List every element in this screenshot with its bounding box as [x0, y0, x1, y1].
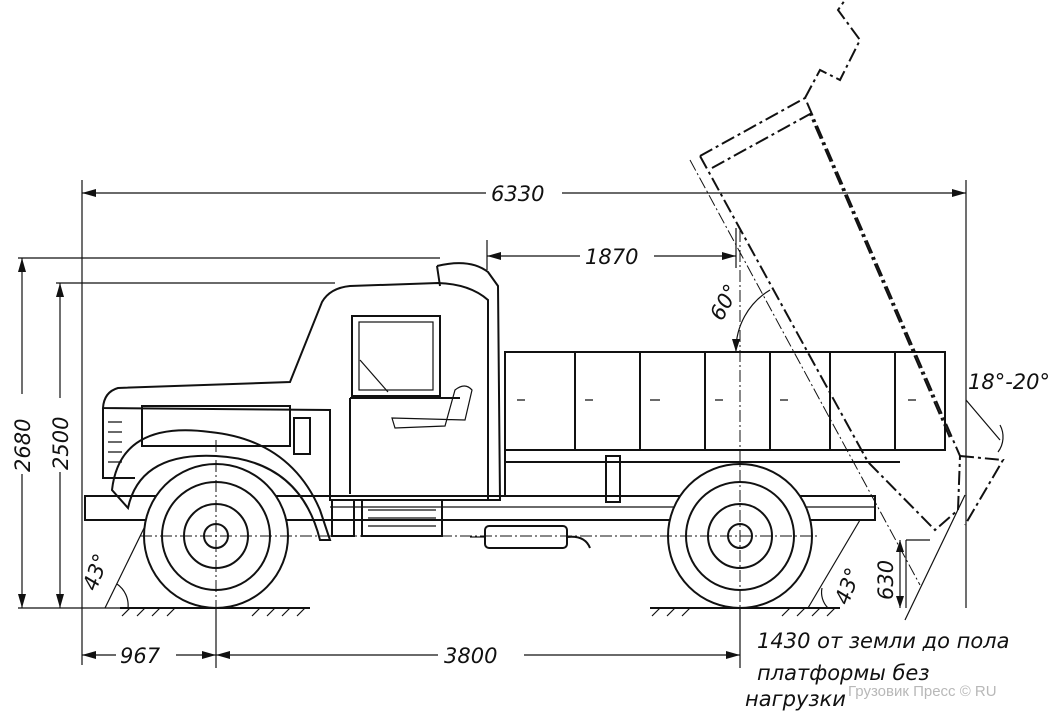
cab-window	[351, 315, 441, 397]
cab	[101, 281, 489, 537]
front-overhang-label: 967	[120, 644, 161, 668]
departure-angle-marker: 43°	[807, 519, 865, 609]
note-line-2: платформы без	[757, 661, 930, 685]
watermark: Грузовик Пресс © RU	[848, 683, 997, 700]
body-length-label: 1870	[585, 245, 638, 269]
ground-line-front	[120, 607, 310, 617]
height-cab-label: 2500	[49, 417, 73, 470]
departure-angle-label: 43°	[830, 565, 865, 608]
extension-lines	[18, 180, 967, 665]
approach-angle-label: 43°	[78, 551, 113, 594]
note-line-3: нагрузки	[745, 687, 846, 711]
rear-clearance-label: 630	[874, 560, 898, 600]
dimension-wheelbase: 3800	[216, 600, 741, 668]
platform-height-note: 1430 от земли до пола платформы без нагр…	[745, 494, 1009, 711]
centerlines	[140, 230, 820, 620]
dimension-height-cab: 2500	[46, 283, 74, 608]
overall-length-label: 6330	[491, 182, 544, 206]
wheelbase-label: 3800	[444, 644, 497, 668]
ground-line-rear	[650, 607, 840, 617]
dimension-overall-length: 6330	[82, 180, 966, 206]
note-line-1: 1430 от земли до пола	[757, 629, 1009, 653]
dimension-body-length: 1870	[487, 243, 736, 269]
front-fender	[110, 429, 332, 541]
tipper-angle-label: 60°	[705, 280, 744, 324]
cargo-platform	[504, 351, 946, 503]
dimension-front-overhang: 967	[82, 600, 217, 668]
muffler	[470, 525, 591, 549]
tipped-body-outline	[689, 0, 1005, 586]
tipper-angle-marker: 60°	[705, 280, 771, 353]
dimension-rear-clearance: 630	[874, 540, 904, 608]
rear-tilt-angle-marker: 18°-20°	[965, 370, 1050, 453]
height-total-label: 2680	[11, 419, 35, 472]
rear-tilt-angle-label: 18°-20°	[968, 370, 1050, 394]
approach-angle-marker: 43°	[78, 519, 149, 609]
dimension-height-total: 2680	[8, 258, 36, 608]
exhaust-pipe	[436, 262, 502, 501]
